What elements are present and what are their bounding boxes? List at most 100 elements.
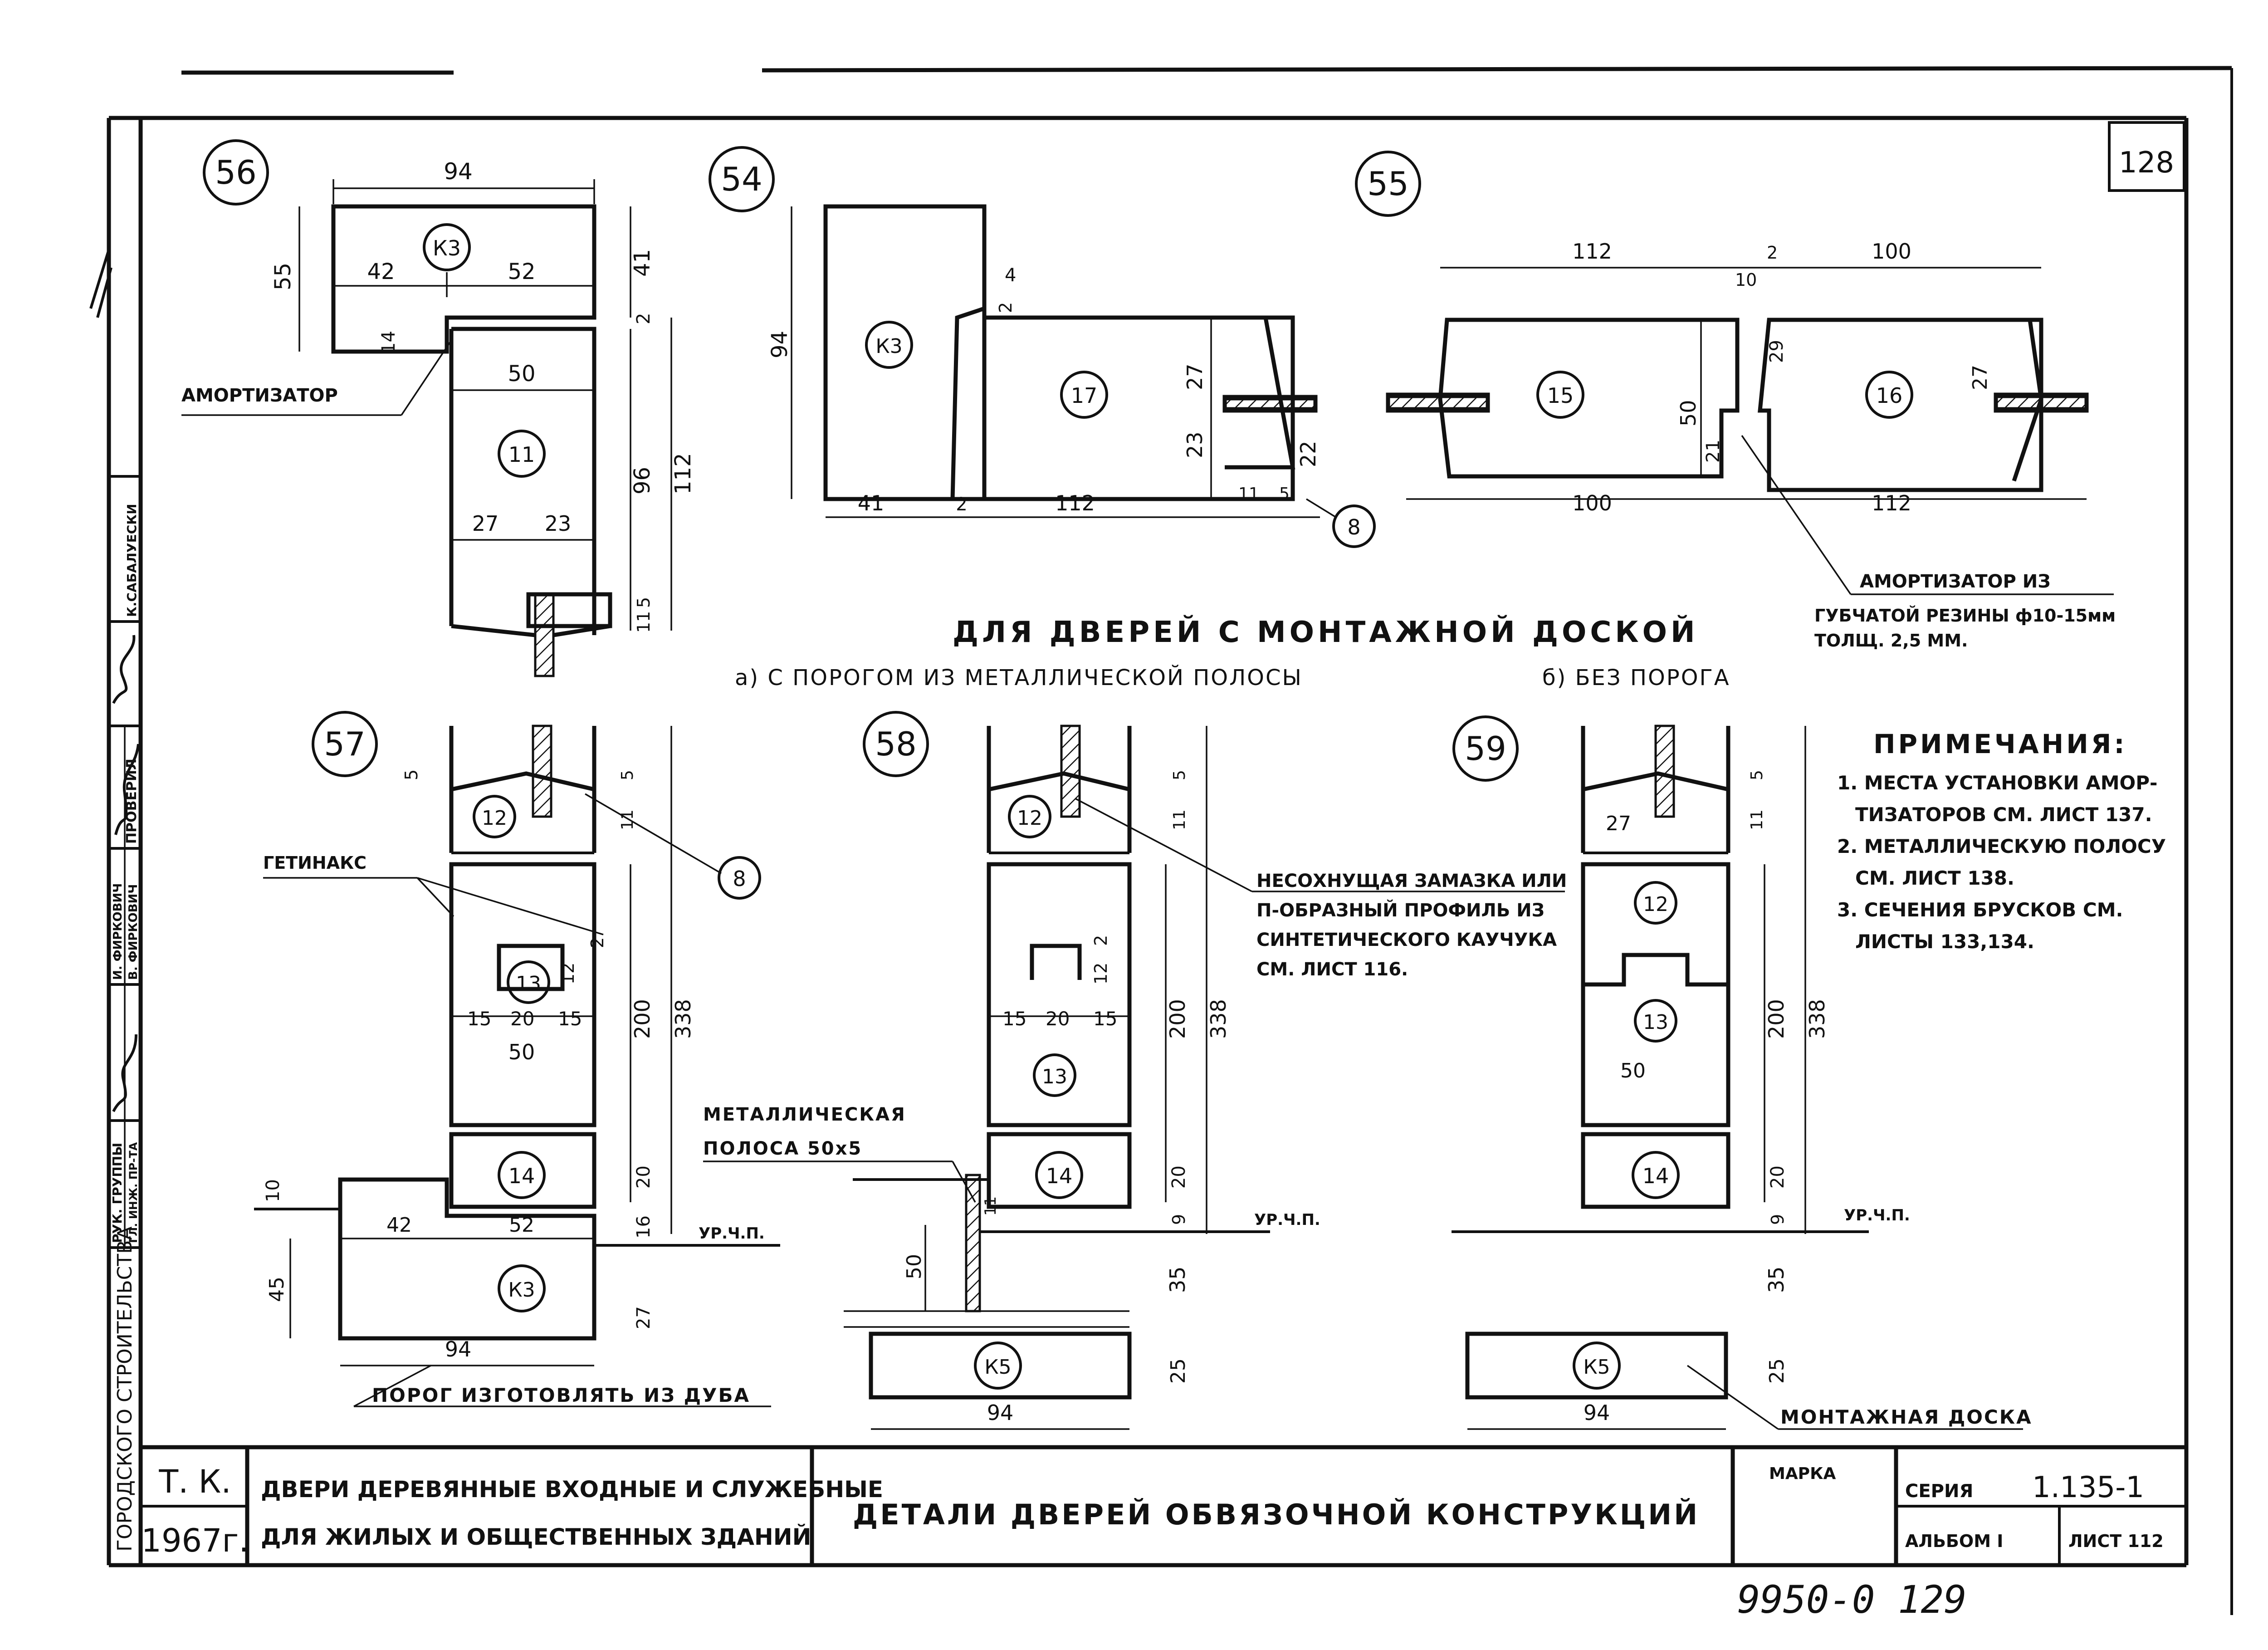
dim-112-55: 112 — [1572, 239, 1612, 264]
dim-338-58: 338 — [1206, 999, 1231, 1039]
part-14-57: 14 — [508, 1164, 535, 1188]
dim-21: 21 — [1703, 440, 1724, 463]
dim-11-54: 11 — [1238, 485, 1259, 503]
dim-112-54: 112 — [1055, 491, 1095, 515]
label-amortizator: АМОРТИЗАТОР — [181, 385, 338, 406]
notes: ПРИМЕЧАНИЯ: 1. МЕСТА УСТАНОВКИ АМОР- ТИЗ… — [1837, 729, 2166, 953]
notes-title: ПРИМЕЧАНИЯ: — [1873, 729, 2127, 759]
dim-94-58: 94 — [987, 1400, 1014, 1425]
dim-5-59: 5 — [1748, 770, 1766, 780]
title-series-label: СЕРИЯ — [1905, 1481, 1973, 1502]
dim-27-59: 27 — [1606, 812, 1631, 835]
detail-58: 58 12 13 15 20 15 12 2 200 338 11 5 НЕСО… — [703, 711, 1567, 1430]
signature-1 — [112, 635, 136, 704]
dim-94-59: 94 — [1584, 1400, 1610, 1425]
dim-11-59: 11 — [1748, 809, 1766, 830]
part-15: 15 — [1547, 383, 1574, 408]
detail-57-number: 57 — [324, 725, 366, 763]
label-metal-strip-2: ПОЛОСА 50х5 — [703, 1138, 862, 1159]
label-sealant-1: НЕСОХНУЩАЯ ЗАМАЗКА ИЛИ — [1256, 871, 1567, 891]
dim-112-55b: 112 — [1872, 491, 1911, 515]
part-13-58: 13 — [1042, 1065, 1067, 1088]
dim-41-54: 41 — [858, 491, 885, 515]
label-floor-level-57: УР.Ч.П. — [699, 1224, 765, 1243]
dim-41: 41 — [630, 249, 655, 277]
dim-50-57: 50 — [508, 1040, 535, 1064]
dim-96: 96 — [630, 467, 655, 495]
notes-item-2: ТИЗАТОРОВ СМ. ЛИСТ 137. — [1855, 803, 2152, 826]
side-stamp-role-1: РУК. ГРУППЫ — [110, 1143, 125, 1243]
dim-15-57b: 15 — [558, 1008, 582, 1030]
side-stamp-name-1: К.САБАЛУЕСКИ — [124, 504, 139, 617]
title-block: Т. К. 1967г. ДВЕРИ ДЕРЕВЯННЫЕ ВХОДНЫЕ И … — [141, 1445, 2186, 1565]
dim-23-54: 23 — [1183, 431, 1207, 458]
title-tk: Т. К. — [158, 1463, 231, 1500]
title-album: АЛЬБОМ I — [1905, 1531, 2003, 1551]
part-8-57: 8 — [733, 867, 746, 891]
detail-56-number: 56 — [215, 153, 257, 191]
signature-3 — [112, 1034, 137, 1112]
dim-2-55: 2 — [1767, 243, 1778, 263]
dim-12-58: 12 — [1091, 963, 1111, 984]
signature-2 — [114, 744, 140, 835]
dim-12-57: 12 — [558, 963, 578, 984]
dim-27: 27 — [472, 511, 499, 536]
part-k3-54: К3 — [875, 335, 902, 358]
notes-item-1: 1. МЕСТА УСТАНОВКИ АМОР- — [1837, 772, 2157, 794]
heading-sub-b: б) БЕЗ ПОРОГА — [1542, 665, 1730, 690]
dim-9-59: 9 — [1768, 1214, 1788, 1225]
notes-item-3: 2. МЕТАЛЛИЧЕСКУЮ ПОЛОСУ — [1837, 835, 2166, 857]
dim-42-57: 42 — [386, 1214, 412, 1237]
dim-20-58: 20 — [1046, 1008, 1070, 1030]
label-amortizator-rubber-2: ГУБЧАТОЙ РЕЗИНЫ ф10-15мм — [1814, 606, 2116, 626]
dim-23: 23 — [545, 511, 572, 536]
dim-338-59: 338 — [1805, 999, 1829, 1039]
part-12-57: 12 — [482, 807, 507, 830]
side-stamp-org: ГОРОДСКОГО СТРОИТЕЛЬСТВА — [113, 1226, 137, 1552]
label-mounting-board: МОНТАЖНАЯ ДОСКА — [1780, 1406, 2033, 1428]
dim-112: 112 — [670, 453, 696, 495]
side-stamp-name-3: В. ФИРКОВИЧ — [127, 884, 140, 980]
detail-55: 55 112 10 2 100 15 16 50 21 29 27 100 11… — [1355, 151, 2116, 651]
page-number: 128 — [2119, 146, 2174, 180]
dim-27-54: 27 — [1183, 363, 1207, 390]
part-12-58: 12 — [1017, 807, 1042, 830]
label-sealant-3: СИНТЕТИЧЕСКОГО КАУЧУКА — [1256, 930, 1557, 950]
side-stamp-role-2: ГЛ. ИНЖ. ПР-ТА — [127, 1142, 140, 1243]
title-sheet: ДЕТАЛИ ДВЕРЕЙ ОБВЯЗОЧНОЙ КОНСТРУКЦИЙ — [853, 1498, 1700, 1531]
detail-55-number: 55 — [1367, 165, 1409, 203]
part-14-59: 14 — [1642, 1164, 1669, 1188]
label-getinaks: ГЕТИНАКС — [263, 853, 367, 873]
dim-16-57: 16 — [633, 1215, 654, 1239]
dim-9-58: 9 — [1169, 1214, 1189, 1225]
dim-200-57: 200 — [630, 999, 655, 1039]
detail-54-number: 54 — [721, 160, 763, 198]
part-14-58: 14 — [1046, 1164, 1073, 1188]
signature-4 — [89, 249, 112, 318]
label-threshold-oak: ПОРОГ ИЗГОТОВЛЯТЬ ИЗ ДУБА — [372, 1384, 750, 1406]
title-product-1: ДВЕРИ ДЕРЕВЯННЫЕ ВХОДНЫЕ И СЛУЖЕБНЫЕ — [261, 1476, 883, 1503]
title-series-value: 1.135-1 — [2032, 1471, 2144, 1504]
detail-59: 59 27 11 5 12 13 50 200 338 14 20 9 УР.Ч… — [1452, 715, 2033, 1430]
dim-338-57: 338 — [671, 999, 695, 1039]
dim-94: 94 — [444, 158, 473, 185]
dim-200-59: 200 — [1764, 999, 1789, 1039]
dim-2-58: 2 — [1091, 935, 1111, 946]
label-floor-level-58: УР.Ч.П. — [1254, 1211, 1320, 1229]
label-amortizator-rubber-1: АМОРТИЗАТОР ИЗ — [1860, 571, 2051, 592]
dim-94-57: 94 — [445, 1337, 472, 1361]
dim-100-55: 100 — [1872, 239, 1911, 264]
dim-25-59: 25 — [1765, 1358, 1789, 1384]
part-13-57: 13 — [516, 972, 541, 995]
part-k5-58: К5 — [984, 1356, 1011, 1379]
label-sealant-2: П-ОБРАЗНЫЙ ПРОФИЛЬ ИЗ — [1256, 899, 1545, 921]
heading-main: ДЛЯ ДВЕРЕЙ С МОНТАЖНОЙ ДОСКОЙ — [953, 615, 1699, 649]
dim-2-57: 2 — [587, 937, 607, 948]
dim-5-57b: 5 — [618, 770, 637, 780]
dim-27-55: 27 — [1969, 365, 1992, 390]
dim-52: 52 — [508, 259, 535, 284]
part-11: 11 — [508, 442, 535, 467]
detail-56: 56 94 К3 42 52 55 41 2 14 50 11 27 23 96… — [181, 139, 696, 677]
dim-11: 11 — [634, 611, 654, 633]
